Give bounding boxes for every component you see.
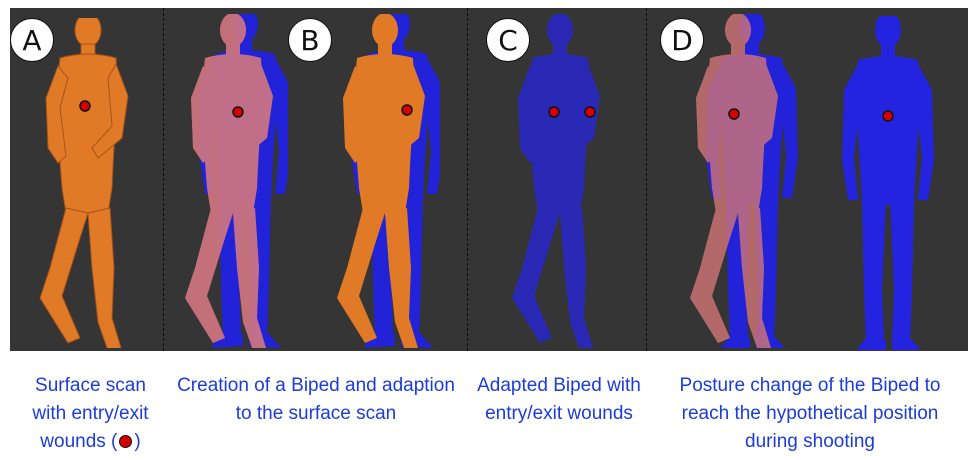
wound-marker-entry (549, 107, 559, 117)
caption-b-line-2: to the surface scan (166, 400, 466, 428)
divider-cd (646, 8, 647, 351)
adapted-biped-figure (500, 14, 620, 348)
divider-ab (163, 8, 164, 351)
wound-marker (883, 111, 893, 121)
wound-marker (233, 107, 243, 117)
caption-a-line-3-tail: ) (134, 431, 140, 452)
caption-c-line-2: entry/exit wounds (470, 400, 648, 428)
caption-d-line-1: Posture change of the Biped to (660, 372, 960, 400)
caption-d-line-2: reach the hypothetical position (660, 400, 960, 428)
posture-overlay-figure (678, 14, 798, 348)
wound-marker-exit (585, 107, 595, 117)
caption-a-line-3-text: wounds ( (40, 431, 117, 452)
image-panel-strip: A B C D (10, 8, 968, 351)
surface-scan-figure (28, 18, 148, 348)
wound-marker (80, 101, 90, 111)
biped-overlay-figure-2 (330, 14, 440, 348)
caption-b-line-1: Creation of a Biped and adaption (166, 372, 466, 400)
wound-marker (402, 105, 412, 115)
caption-c-line-1: Adapted Biped with (470, 372, 648, 400)
panel-label-c: C (486, 18, 530, 62)
caption-a-line-3: wounds () (18, 428, 163, 456)
caption-a-line-1: Surface scan (18, 372, 163, 400)
wound-legend-icon (119, 435, 132, 448)
panel-label-a: A (10, 18, 54, 62)
caption-a-line-2: with entry/exit (18, 400, 163, 428)
biped-overlay-figure-1 (178, 14, 288, 348)
caption-d-line-3: during shooting (660, 428, 960, 456)
caption-a: Surface scan with entry/exit wounds () (18, 372, 163, 456)
divider-bc (467, 8, 468, 351)
panel-label-b: B (288, 18, 332, 62)
wound-marker (729, 109, 739, 119)
caption-b: Creation of a Biped and adaption to the … (166, 372, 466, 428)
caption-d: Posture change of the Biped to reach the… (660, 372, 960, 456)
standing-biped-figure (828, 16, 948, 350)
caption-c: Adapted Biped with entry/exit wounds (470, 372, 648, 428)
panel-label-d: D (660, 18, 704, 62)
